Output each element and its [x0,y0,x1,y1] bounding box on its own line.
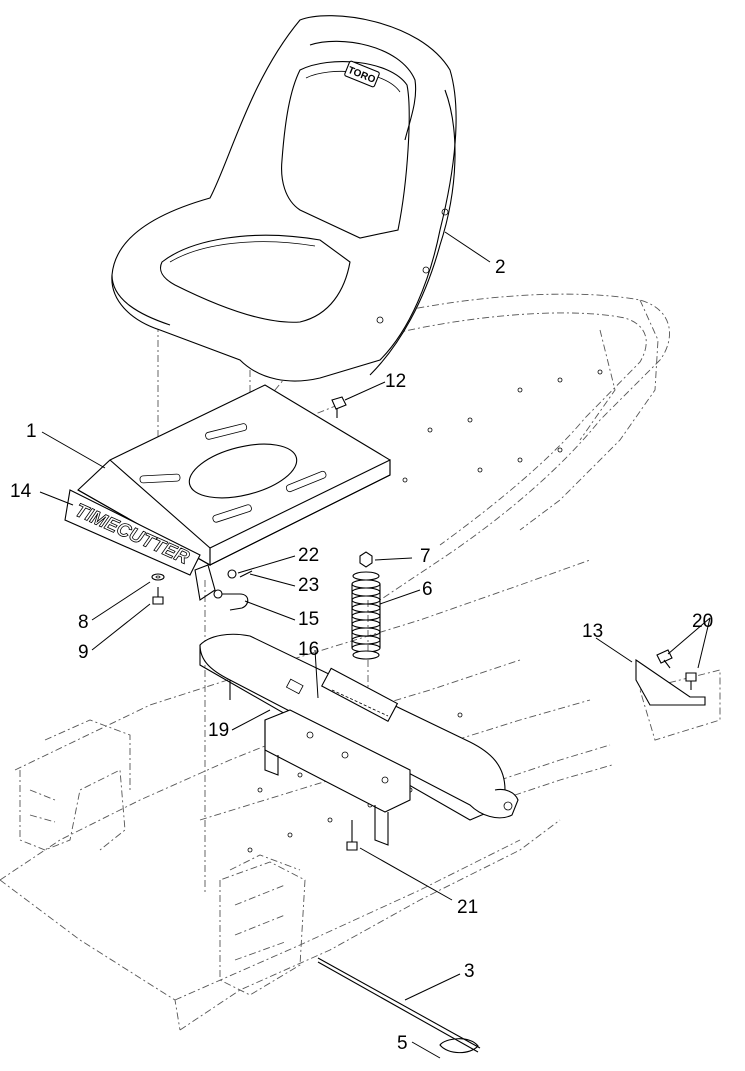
callout-12: 12 [385,371,406,392]
callout-14: 14 [10,481,32,502]
callout-2: 2 [495,257,506,278]
callout-13: 13 [582,621,603,642]
callout-1: 1 [26,421,37,442]
callout-20: 20 [692,611,713,632]
callout-8: 8 [78,612,89,633]
callout-23: 23 [298,575,319,596]
leader-lines [39,231,711,1059]
callouts: 1 2 3 5 6 7 8 9 12 13 14 15 16 19 20 21 … [10,257,713,1054]
spring [351,571,381,660]
callout-3: 3 [464,961,475,982]
callout-7: 7 [420,546,431,567]
spring-nut [359,551,373,568]
callout-5: 5 [397,1033,408,1054]
callout-16: 16 [298,639,319,660]
callout-19: 19 [208,720,229,741]
hardware [151,396,706,1054]
callout-15: 15 [298,609,319,630]
callout-22: 22 [298,545,319,566]
callout-21: 21 [457,897,478,918]
callout-9: 9 [78,642,89,663]
seat: TORO [111,15,457,382]
seat-support-beam [199,633,519,846]
mower-frame [0,293,721,1031]
seat-plate: TIMECUTTER [64,384,391,601]
callout-6: 6 [422,579,433,600]
